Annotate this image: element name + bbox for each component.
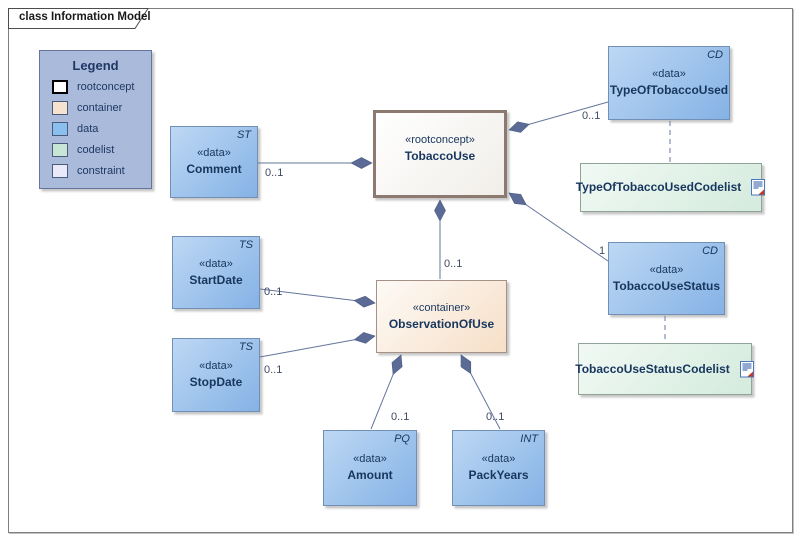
node-comment[interactable]: ST «data» Comment <box>170 126 258 198</box>
node-name: TobaccoUse <box>404 148 476 163</box>
stereotype: «data» <box>199 360 233 373</box>
multiplicity-label: 0..1 <box>264 364 283 376</box>
data-swatch <box>52 121 68 136</box>
legend-item-label: codelist <box>77 143 115 156</box>
node-packyears[interactable]: INT «data» PackYears <box>452 430 545 506</box>
type-marker: TS <box>238 341 253 353</box>
node-tobaccousestatus[interactable]: CD «data» TobaccoUseStatus <box>608 242 725 315</box>
node-tobaccouse[interactable]: «rootconcept» TobaccoUse <box>373 110 507 198</box>
node-name: TobaccoUseStatusCodelist <box>575 361 730 376</box>
legend-item-label: container <box>77 101 123 114</box>
stereotype: «data» <box>199 257 233 270</box>
multiplicity-label: 1 <box>599 245 606 257</box>
stereotype: «data» <box>353 453 387 466</box>
type-marker: CD <box>707 49 723 61</box>
codelist-swatch <box>52 142 68 157</box>
legend-item-label: rootconcept <box>77 80 135 93</box>
node-name: TobaccoUseStatus <box>612 278 721 293</box>
stereotype: «data» <box>197 147 231 160</box>
node-name: ObservationOfUse <box>388 316 495 331</box>
multiplicity-label: 0..1 <box>264 286 283 298</box>
stereotype: «data» <box>652 68 686 81</box>
legend-item-constraint: constraint <box>52 163 151 178</box>
legend-item-container: container <box>52 100 151 115</box>
type-marker: INT <box>520 433 538 445</box>
node-typeoftobaccoused[interactable]: CD «data» TypeOfTobaccoUsed <box>608 46 730 120</box>
legend-item-label: constraint <box>77 164 125 177</box>
rootconcept-swatch <box>52 79 68 94</box>
node-stopdate[interactable]: TS «data» StopDate <box>172 338 260 412</box>
node-startdate[interactable]: TS «data» StartDate <box>172 236 260 309</box>
stereotype: «container» <box>412 301 471 314</box>
legend-item-codelist: codelist <box>52 142 151 157</box>
multiplicity-label: 0..1 <box>391 411 410 423</box>
frame-tab-title: class Information Model <box>19 11 151 23</box>
legend-item-rootconcept: rootconcept <box>52 79 151 94</box>
node-name: PackYears <box>468 468 529 483</box>
frame-tab <box>8 8 149 29</box>
legend-item-data: data <box>52 121 151 136</box>
multiplicity-label: 0..1 <box>444 258 463 270</box>
document-icon <box>739 360 754 377</box>
multiplicity-label: 0..1 <box>582 110 601 122</box>
node-name: TypeOfTobaccoUsedCodelist <box>575 180 742 195</box>
node-amount[interactable]: PQ «data» Amount <box>323 430 417 506</box>
multiplicity-label: 0..1 <box>265 167 284 179</box>
multiplicity-label: 0..1 <box>486 411 505 423</box>
constraint-swatch <box>52 163 68 178</box>
document-icon <box>751 179 766 196</box>
node-name: TypeOfTobaccoUsed <box>609 83 729 98</box>
node-tobaccousestatuscodelist[interactable]: TobaccoUseStatusCodelist <box>575 343 754 395</box>
type-marker: ST <box>236 129 251 141</box>
type-marker: TS <box>238 239 253 251</box>
node-observationofuse[interactable]: «container» ObservationOfUse <box>376 280 507 353</box>
stereotype: «rootconcept» <box>405 134 475 146</box>
type-marker: CD <box>702 245 718 257</box>
node-name: Amount <box>347 468 393 483</box>
stereotype: «data» <box>649 263 684 276</box>
container-swatch <box>52 100 68 115</box>
legend-item-label: data <box>77 122 99 135</box>
stereotype: «data» <box>481 453 516 466</box>
legend: Legend rootconcept container data codeli… <box>39 50 152 189</box>
node-name: StartDate <box>189 272 243 287</box>
node-name: StopDate <box>189 375 243 390</box>
node-name: Comment <box>186 162 242 177</box>
type-marker: PQ <box>394 433 410 445</box>
node-typeoftobaccousedcodelist[interactable]: TypeOfTobaccoUsedCodelist <box>576 163 766 212</box>
legend-title: Legend <box>72 58 119 73</box>
